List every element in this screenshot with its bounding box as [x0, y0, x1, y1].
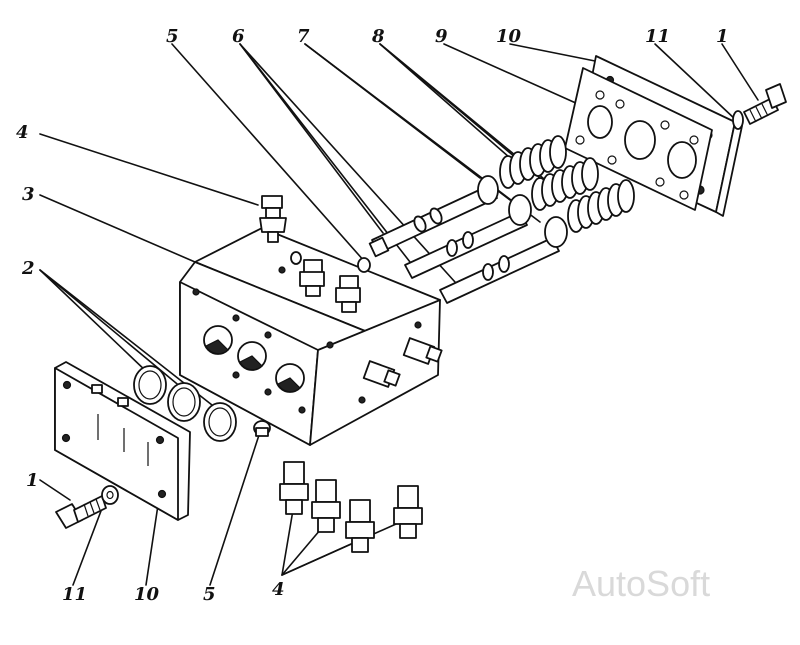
callout-9-top: 9 — [435, 26, 448, 47]
callout-8-top: 8 — [371, 26, 385, 47]
side-fitting-1 — [362, 360, 401, 388]
callout-7-top: 7 — [297, 26, 310, 47]
cover-plate-left — [54, 361, 191, 521]
callout-5-top: 5 — [166, 26, 179, 47]
spool-assemblies — [368, 135, 635, 304]
callout-1-top: 1 — [716, 26, 729, 47]
leader-lines — [39, 43, 759, 586]
callout-6-top: 6 — [232, 26, 245, 47]
union-1 — [279, 461, 309, 515]
small-plug — [253, 420, 271, 437]
callout-10-top: 10 — [496, 26, 522, 47]
top-fitting — [259, 195, 287, 243]
union-3 — [345, 499, 375, 553]
bolt-top-right — [732, 83, 787, 130]
union-2 — [311, 479, 341, 533]
callout-11-bottom: 11 — [62, 584, 87, 605]
spool-3 — [439, 179, 635, 304]
callouts: 5 6 7 8 9 10 11 1 4 3 2 1 11 10 5 4 — [16, 26, 729, 605]
callout-11-top: 11 — [645, 26, 670, 47]
grease-fitting-b — [335, 275, 361, 313]
callout-10-bottom: 10 — [134, 584, 160, 605]
unions — [279, 461, 423, 553]
callout-4-left: 4 — [16, 122, 29, 143]
callout-4-bottom: 4 — [272, 579, 285, 600]
union-4 — [393, 485, 423, 539]
grease-fitting-a — [299, 259, 325, 297]
spool-1 — [368, 135, 567, 258]
grease-fittings — [290, 251, 371, 313]
side-fitting-2 — [402, 337, 443, 365]
bolt-bottom-left — [55, 485, 119, 529]
callout-5-bottom: 5 — [203, 584, 216, 605]
callout-3-left: 3 — [22, 184, 35, 205]
callout-2-left: 2 — [21, 258, 35, 279]
gasket — [564, 67, 713, 211]
o-rings — [133, 365, 237, 442]
callout-1-bottom: 1 — [26, 470, 39, 491]
watermark: AutoSoft — [572, 563, 710, 604]
spool-2 — [404, 157, 599, 279]
